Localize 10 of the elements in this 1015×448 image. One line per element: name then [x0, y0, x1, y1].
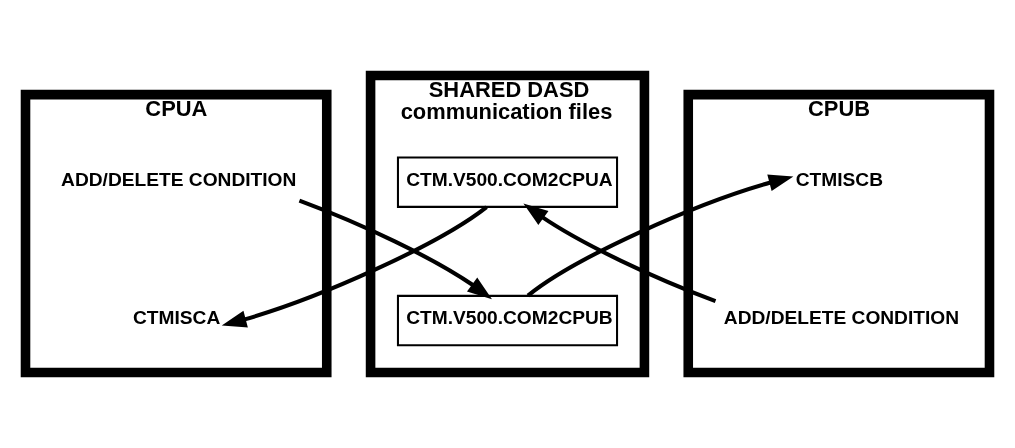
node-text: ADD/DELETE CONDITION	[723, 307, 960, 329]
node-box: CTM.V500.COM2CPUA	[396, 156, 619, 208]
arrow	[298, 198, 492, 300]
node-text: CTMISCA	[133, 307, 221, 329]
arrow	[526, 174, 794, 298]
node-box: CTM.V500.COM2CPUB	[396, 294, 619, 347]
node-text: CTMISCB	[795, 168, 883, 190]
node-text: ADD/DELETE CONDITION	[61, 168, 297, 190]
arrow	[523, 203, 717, 303]
arrow	[221, 205, 488, 328]
